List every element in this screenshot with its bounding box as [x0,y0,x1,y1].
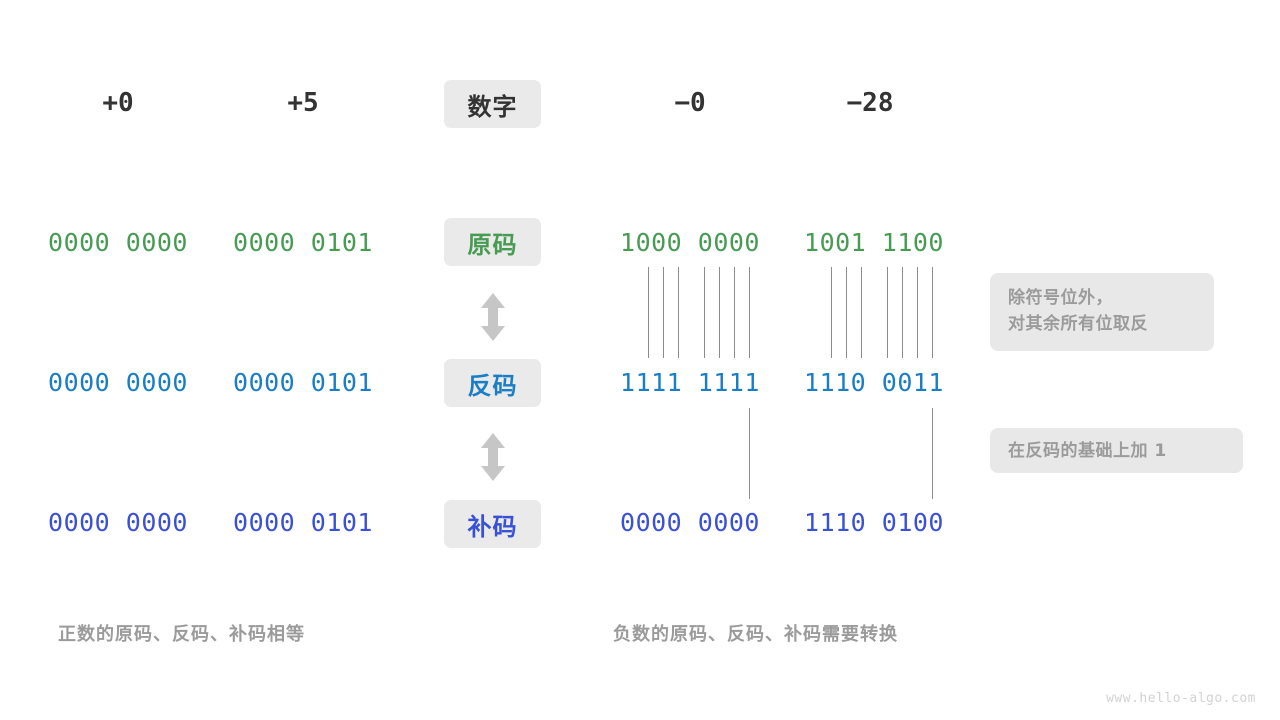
note-line: 对其余所有位取反 [1008,314,1148,334]
connector-line [932,408,933,499]
connector-line [846,267,847,358]
row-ones-complement-positive-zero-bits: 0000 0000 [48,368,188,397]
connector-line [734,267,735,358]
row-sign-magnitude-negative-twentyeight-bits: 1001 1100 [804,228,944,257]
connector-line [704,267,705,358]
header-badge-number: 数字 [444,80,541,128]
double-arrow-vertical-icon [478,432,508,486]
note-line: 在反码的基础上加 1 [1008,440,1167,461]
row-badge-sign-magnitude: 原码 [444,218,541,266]
connector-line [719,267,720,358]
header-value-minus-twentyeight: −28 [846,88,894,118]
connector-line [861,267,862,358]
row-twos-complement-positive-zero-bits: 0000 0000 [48,508,188,537]
row-twos-complement-negative-twentyeight-bits: 1110 0100 [804,508,944,537]
connector-line [902,267,903,358]
connector-line [749,267,750,358]
caption-positive-numbers: 正数的原码、反码、补码相等 [58,624,305,645]
note-invert-non-sign-bits: 除符号位外， 对其余所有位取反 [990,273,1214,351]
header-value-plus-five: +5 [287,88,319,118]
note-line: 除符号位外， [1008,288,1113,308]
connector-line [887,267,888,358]
double-arrow-vertical-icon [478,292,508,346]
row-twos-complement-negative-zero-bits: 0000 0000 [620,508,760,537]
row-sign-magnitude-positive-five-bits: 0000 0101 [233,228,373,257]
connector-line [749,408,750,499]
connector-line [831,267,832,358]
connector-line [678,267,679,358]
note-add-one-to-ones-complement: 在反码的基础上加 1 [990,428,1243,473]
row-badge-twos-complement: 补码 [444,500,541,548]
connector-line [932,267,933,358]
row-ones-complement-negative-zero-bits: 1111 1111 [620,368,760,397]
connector-line [648,267,649,358]
row-ones-complement-positive-five-bits: 0000 0101 [233,368,373,397]
row-sign-magnitude-positive-zero-bits: 0000 0000 [48,228,188,257]
row-badge-ones-complement: 反码 [444,359,541,407]
header-value-minus-zero: −0 [674,88,706,118]
row-ones-complement-negative-twentyeight-bits: 1110 0011 [804,368,944,397]
header-value-plus-zero: +0 [102,88,134,118]
caption-negative-numbers: 负数的原码、反码、补码需要转换 [613,624,898,645]
connector-line [917,267,918,358]
connector-line [663,267,664,358]
row-sign-magnitude-negative-zero-bits: 1000 0000 [620,228,760,257]
row-twos-complement-positive-five-bits: 0000 0101 [233,508,373,537]
watermark: www.hello-algo.com [1106,691,1256,706]
